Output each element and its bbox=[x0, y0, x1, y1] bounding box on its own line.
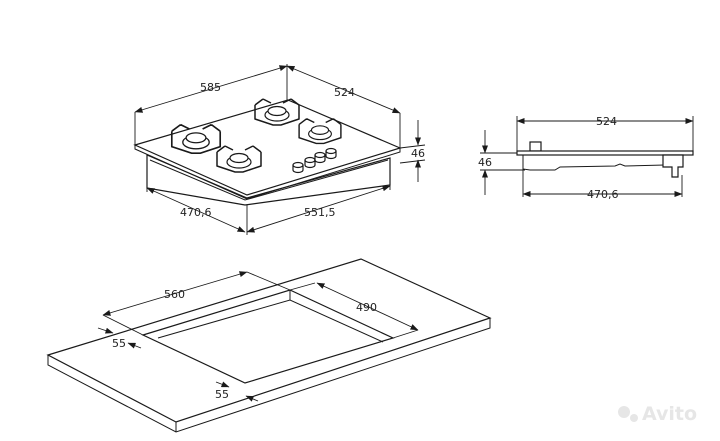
knob bbox=[292, 161, 304, 174]
side-knob bbox=[529, 141, 542, 152]
cutout-dim-label-depth: 490 bbox=[356, 301, 377, 314]
control-knobs bbox=[292, 147, 337, 174]
dimension-line-560 bbox=[102, 271, 248, 316]
countertop-cutout-view: 560 490 55 55 bbox=[46, 258, 492, 433]
hob-isometric-view: 585 524 46 470,6 551,5 bbox=[133, 64, 426, 235]
watermark-text: Avito bbox=[642, 403, 697, 425]
dimension-line-524 bbox=[286, 65, 401, 114]
burner-grate bbox=[170, 123, 222, 155]
burner-grate bbox=[216, 145, 262, 173]
burners bbox=[170, 98, 342, 173]
burner-grate bbox=[298, 118, 342, 145]
avito-watermark: Avito bbox=[618, 403, 697, 425]
dimension-line-470-6 bbox=[146, 187, 246, 233]
dimension-line-490 bbox=[316, 282, 419, 331]
knob bbox=[325, 147, 337, 160]
side-dim-label-body-depth: 470,6 bbox=[587, 188, 619, 201]
cutout-dim-label-margin-back: 55 bbox=[112, 337, 126, 350]
cutout-dim-label-margin-front: 55 bbox=[215, 388, 229, 401]
dim-label-body-depth: 470,6 bbox=[180, 206, 212, 219]
cutout-dim-label-width: 560 bbox=[164, 288, 185, 301]
side-dim-label-height: 46 bbox=[478, 156, 492, 169]
dim-label-body-width: 551,5 bbox=[304, 206, 336, 219]
dim-label-height: 46 bbox=[411, 147, 425, 160]
dimension-line-585 bbox=[134, 65, 288, 113]
gas-connector bbox=[662, 154, 684, 178]
side-dim-label-depth: 524 bbox=[596, 115, 617, 128]
dim-label-depth: 524 bbox=[334, 86, 355, 99]
hob-side-view: 524 46 470,6 bbox=[478, 115, 694, 201]
dimension-line-551-5 bbox=[246, 185, 391, 233]
dim-label-width: 585 bbox=[200, 81, 221, 94]
knob bbox=[314, 151, 326, 164]
knob bbox=[304, 156, 316, 169]
